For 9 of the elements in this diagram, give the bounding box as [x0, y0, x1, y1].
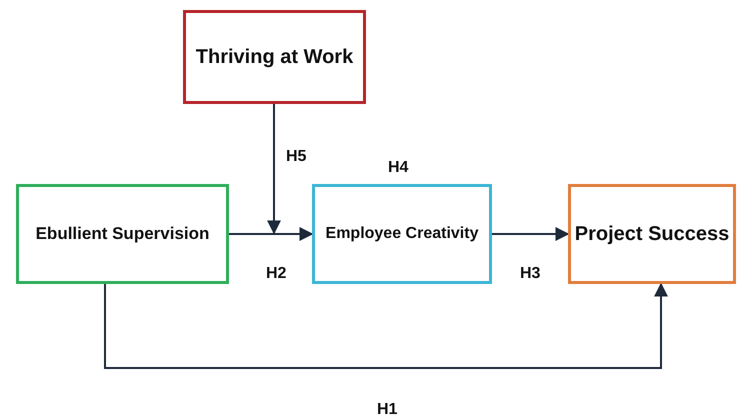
variable-box: Thriving at Work — [183, 10, 366, 104]
hypothesis-label: H4 — [388, 158, 408, 178]
arrow — [267, 104, 281, 234]
arrow — [104, 282, 668, 369]
variable-box: Employee Creativity — [312, 184, 492, 284]
variable-box: Project Success — [568, 184, 736, 284]
arrow — [492, 227, 570, 241]
variable-box: Ebullient Supervision — [16, 184, 229, 284]
arrow — [229, 227, 314, 241]
